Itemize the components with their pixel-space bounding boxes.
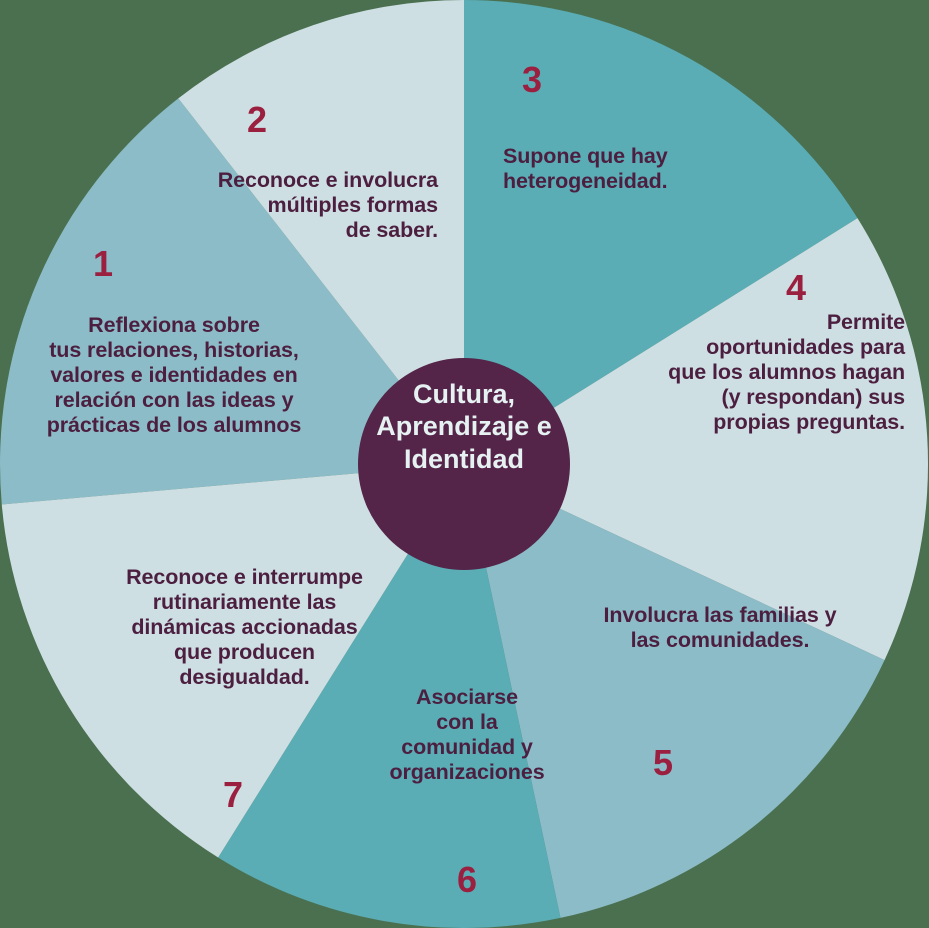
wheel-slice-7[interactable] bbox=[1, 464, 465, 858]
wheel-slice-4[interactable] bbox=[464, 218, 928, 661]
wheel-hub-circle[interactable] bbox=[358, 358, 570, 570]
wheel-slice-5[interactable] bbox=[464, 464, 885, 918]
wheel-slice-1[interactable] bbox=[0, 98, 465, 505]
wheel-slice-2[interactable] bbox=[178, 0, 464, 464]
wheel-slice-3[interactable] bbox=[464, 0, 858, 464]
wheel-slice-6[interactable] bbox=[218, 464, 561, 928]
